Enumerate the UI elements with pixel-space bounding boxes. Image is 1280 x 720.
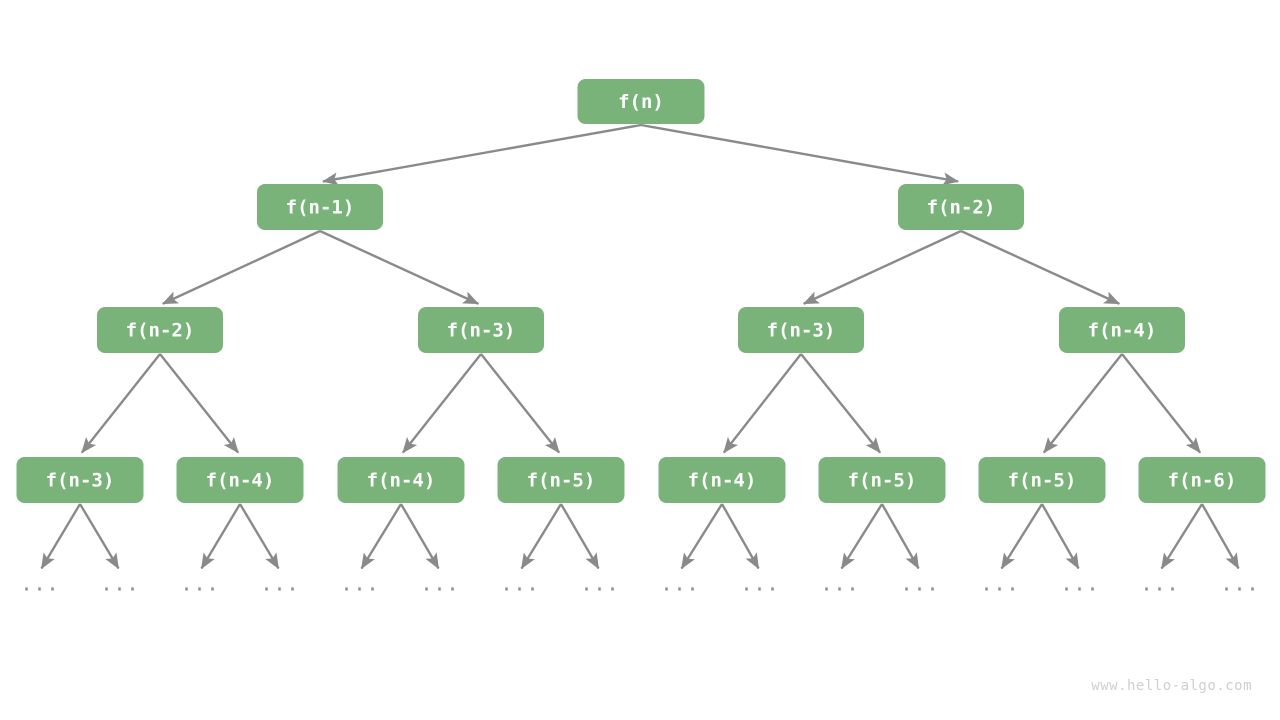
node-label: f(n-6) [1168, 470, 1237, 492]
ellipsis-marker: ... [340, 572, 379, 596]
tree-node[interactable]: f(n-4) [1059, 307, 1185, 353]
node-box [337, 457, 465, 503]
node-label: f(n-4) [1088, 320, 1157, 342]
node-box [497, 457, 625, 503]
node-box [176, 457, 304, 503]
node-label: f(n-5) [848, 470, 917, 492]
ellipsis-marker: ... [980, 572, 1019, 596]
tree-edge [880, 503, 920, 570]
node-label: f(n-2) [126, 320, 195, 342]
tree-node[interactable]: f(n-2) [97, 307, 223, 353]
node-box [658, 457, 786, 503]
tree-node[interactable]: f(n-3) [418, 307, 544, 353]
tree-edge [161, 229, 321, 305]
tree-edge [399, 503, 440, 570]
node-box [978, 457, 1106, 503]
ellipsis-marker: ... [900, 572, 939, 596]
node-label: f(n-2) [927, 197, 996, 219]
tree-edge [559, 503, 600, 570]
tree-edge [1042, 353, 1123, 454]
tree-edge [802, 229, 962, 305]
tree-edge [1160, 503, 1204, 570]
tree-node[interactable]: f(n-4) [176, 457, 304, 503]
ellipsis-marker: ... [1220, 572, 1259, 596]
tree-edge [1000, 503, 1044, 570]
tree-node[interactable]: f(n-6) [1138, 457, 1266, 503]
ellipsis-marker: ... [660, 572, 699, 596]
ellipsis-marker: ... [580, 572, 619, 596]
ellipsis-layer: ........................................… [20, 572, 1259, 596]
node-box [16, 457, 144, 503]
node-label: f(n-3) [46, 470, 115, 492]
tree-node[interactable]: f(n-3) [16, 457, 144, 503]
tree-edge [322, 123, 642, 186]
ellipsis-marker: ... [500, 572, 539, 596]
tree-edge [80, 353, 161, 454]
ellipsis-marker: ... [260, 572, 299, 596]
tree-edge [840, 503, 884, 570]
tree-node[interactable]: f(n-5) [497, 457, 625, 503]
node-box [738, 307, 864, 353]
node-label: f(n) [618, 91, 664, 113]
tree-edge [960, 229, 1121, 305]
tree-edge [480, 353, 561, 454]
node-box [577, 79, 705, 124]
tree-node[interactable]: f(n-4) [337, 457, 465, 503]
node-box [97, 307, 223, 353]
node-label: f(n-4) [206, 470, 275, 492]
tree-edge [720, 503, 760, 570]
tree-node[interactable]: f(n-1) [257, 184, 383, 230]
tree-edge [520, 503, 563, 570]
tree-edge [1040, 503, 1080, 570]
tree-edge [1121, 353, 1202, 454]
ellipsis-marker: ... [740, 572, 779, 596]
node-label: f(n-4) [688, 470, 757, 492]
node-box [418, 307, 544, 353]
node-label: f(n-5) [1008, 470, 1077, 492]
tree-edge [78, 503, 120, 570]
node-box [898, 184, 1024, 230]
node-box [1059, 307, 1185, 353]
node-label: f(n-3) [447, 320, 516, 342]
ellipsis-marker: ... [20, 572, 59, 596]
tree-edge [319, 229, 480, 305]
tree-node[interactable]: f(n-4) [658, 457, 786, 503]
ellipsis-marker: ... [100, 572, 139, 596]
tree-node[interactable]: f(n-2) [898, 184, 1024, 230]
tree-edge [800, 353, 882, 454]
node-label: f(n-5) [527, 470, 596, 492]
node-label: f(n-1) [286, 197, 355, 219]
tree-edge [1200, 503, 1240, 570]
ellipsis-marker: ... [420, 572, 459, 596]
tree-edge [360, 503, 403, 570]
tree-edge [200, 503, 242, 570]
ellipsis-marker: ... [1140, 572, 1179, 596]
node-label: f(n-3) [767, 320, 836, 342]
edges-layer [40, 123, 1240, 570]
tree-node[interactable]: f(n-5) [818, 457, 946, 503]
ellipsis-marker: ... [180, 572, 219, 596]
tree-edge [159, 353, 240, 454]
node-box [1138, 457, 1266, 503]
tree-edge [722, 353, 802, 454]
ellipsis-marker: ... [820, 572, 859, 596]
tree-edge [680, 503, 724, 570]
ellipsis-marker: ... [1060, 572, 1099, 596]
watermark: www.hello-algo.com [1091, 678, 1252, 694]
node-box [818, 457, 946, 503]
node-box [257, 184, 383, 230]
node-label: f(n-4) [367, 470, 436, 492]
tree-node[interactable]: f(n-5) [978, 457, 1106, 503]
tree-edge [40, 503, 82, 570]
tree-node[interactable]: f(n-3) [738, 307, 864, 353]
nodes-layer: f(n) f(n-1) f(n-2) f(n-2) f(n-3) f(n-3) f(n-4)… [16, 79, 1266, 503]
tree-node[interactable]: f(n) [577, 79, 705, 124]
tree-edge [238, 503, 280, 570]
tree-edge [640, 123, 959, 186]
tree-edge [401, 353, 482, 454]
